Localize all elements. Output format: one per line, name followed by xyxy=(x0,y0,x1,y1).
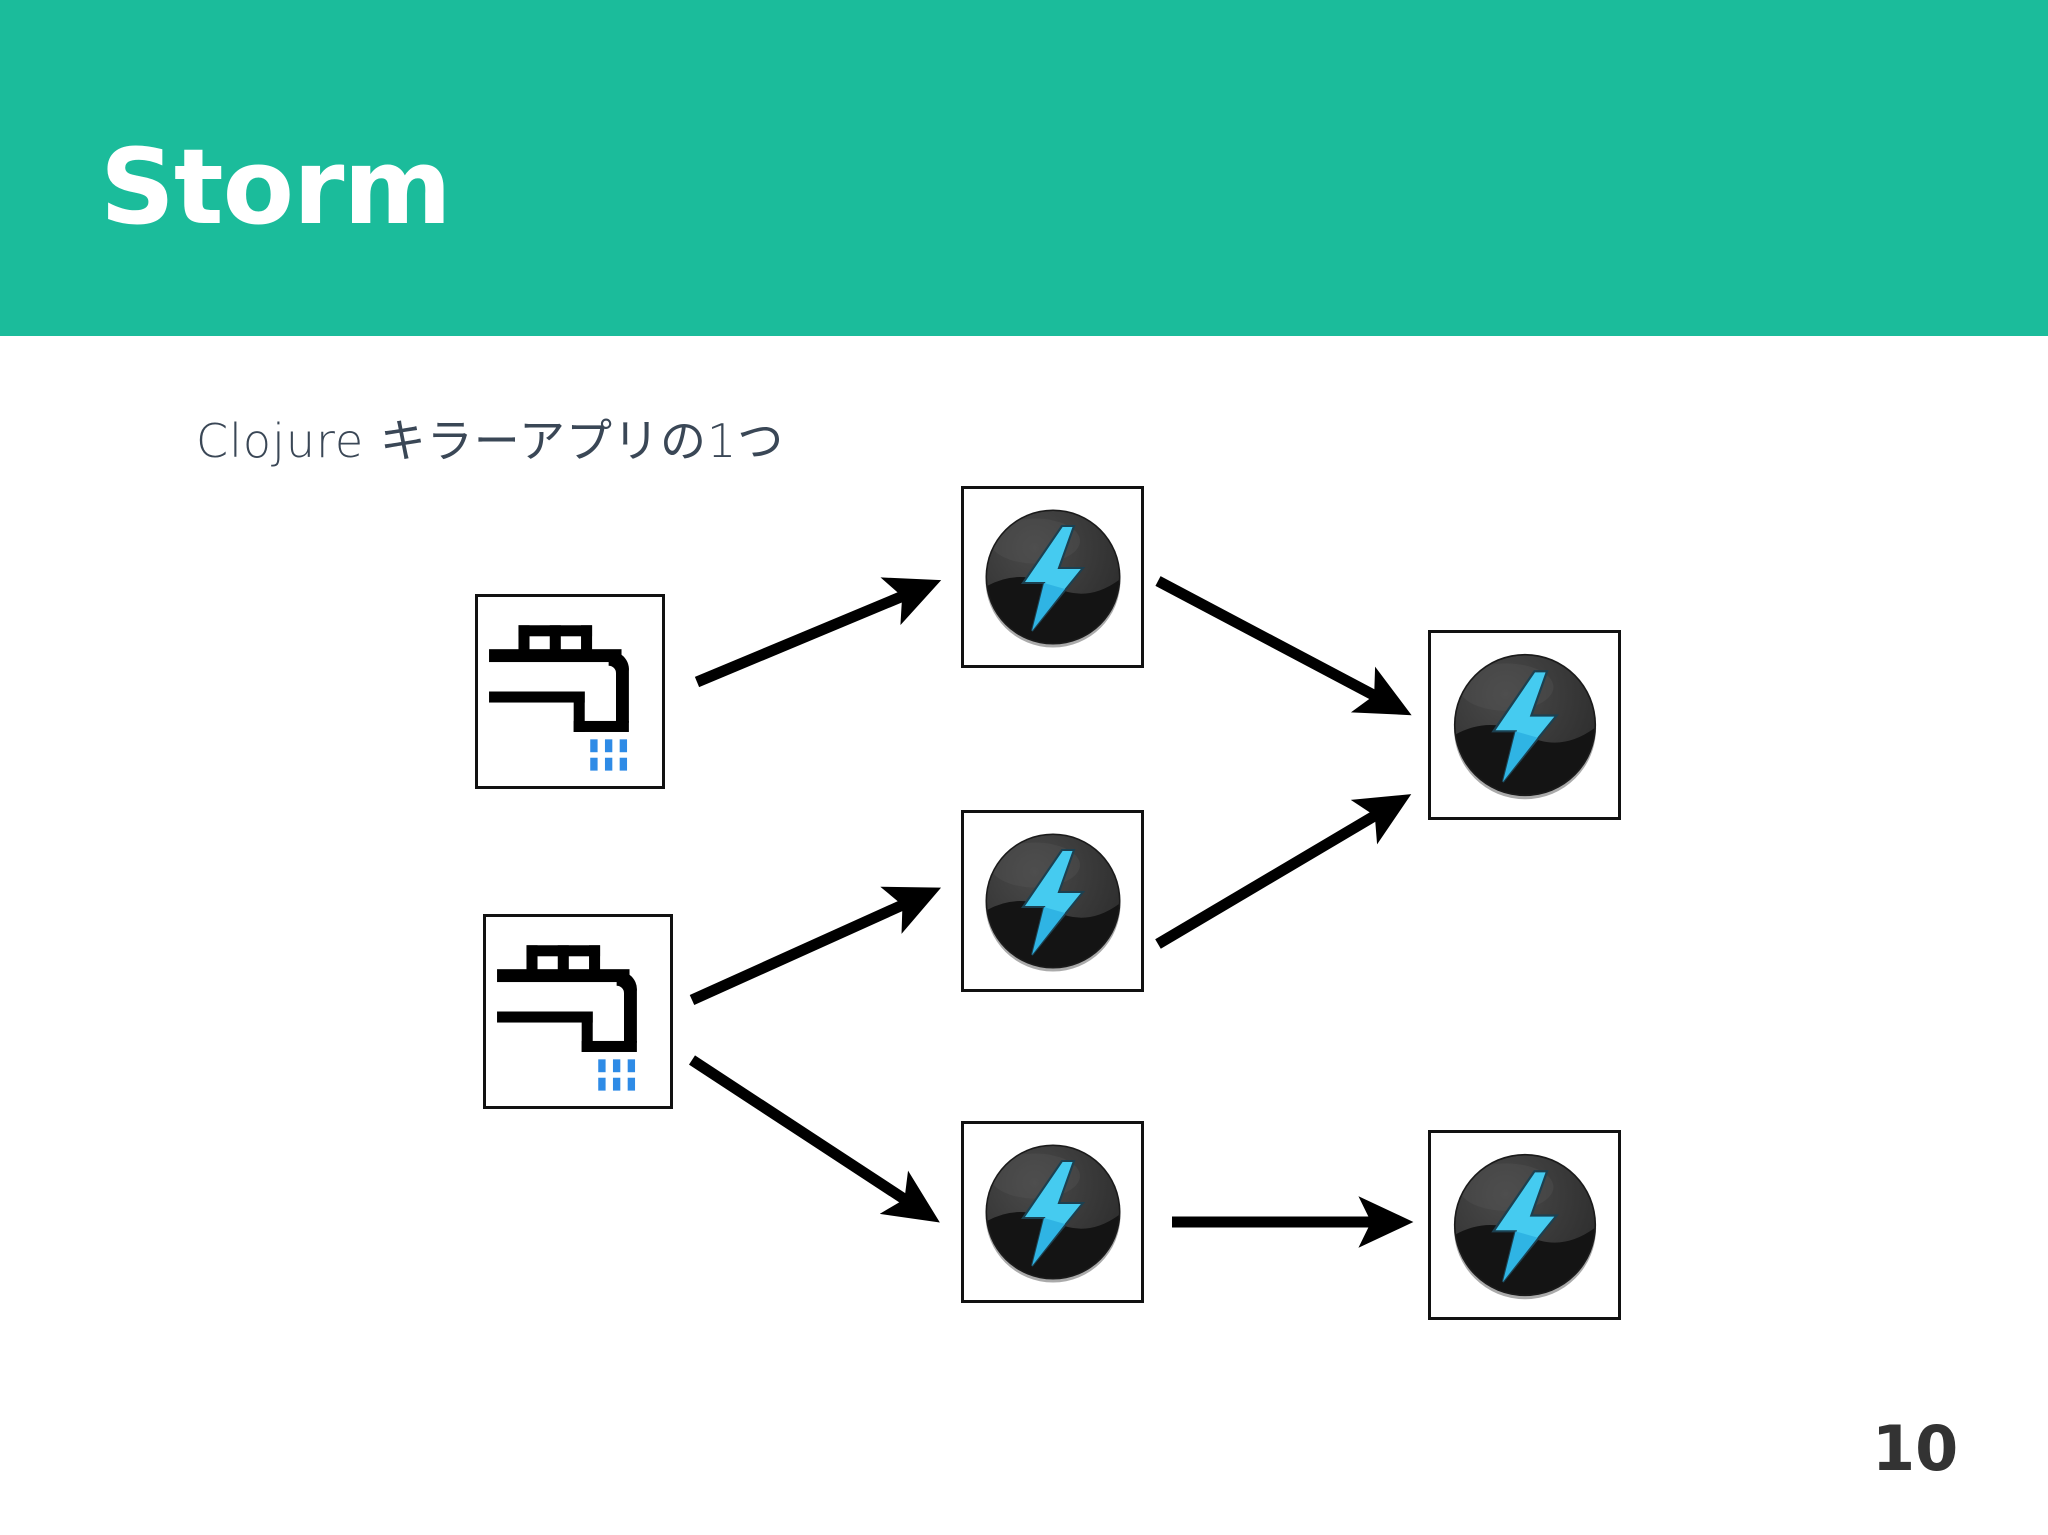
storm-bolt-icon xyxy=(985,1144,1120,1283)
faucet-spout-icon xyxy=(489,625,629,771)
topology-node-spout-1[interactable] xyxy=(475,594,665,789)
topology-node-spout-2[interactable] xyxy=(483,914,673,1109)
edge-spout2-bolt2 xyxy=(689,886,942,1006)
storm-bolt-icon xyxy=(1453,1153,1596,1300)
edge-spout2-bolt3 xyxy=(688,1055,940,1223)
storm-bolt-icon xyxy=(1453,653,1596,800)
storm-bolt-icon xyxy=(985,833,1120,972)
faucet-spout-icon xyxy=(497,945,637,1091)
topology-node-bolt-2[interactable] xyxy=(961,810,1144,992)
topology-node-bolt-4[interactable] xyxy=(1428,630,1621,820)
storm-topology-diagram xyxy=(0,336,2048,1535)
topology-node-bolt-3[interactable] xyxy=(961,1121,1144,1303)
storm-bolt-icon xyxy=(985,509,1120,648)
page-title: Storm xyxy=(100,126,452,248)
edge-bolt1-bolt4 xyxy=(1155,576,1412,716)
edge-spout1-bolt1 xyxy=(694,577,942,688)
topology-node-bolt-1[interactable] xyxy=(961,486,1144,668)
edge-bolt2-bolt4 xyxy=(1155,794,1412,949)
faucet-water-drops xyxy=(590,739,628,771)
slide-header-band xyxy=(0,0,2048,336)
faucet-water-drops xyxy=(598,1059,636,1091)
slide-subtitle: Clojure キラーアプリの1つ xyxy=(196,414,785,468)
topology-node-bolt-5[interactable] xyxy=(1428,1130,1621,1320)
page-number: 10 xyxy=(1872,1412,1959,1485)
